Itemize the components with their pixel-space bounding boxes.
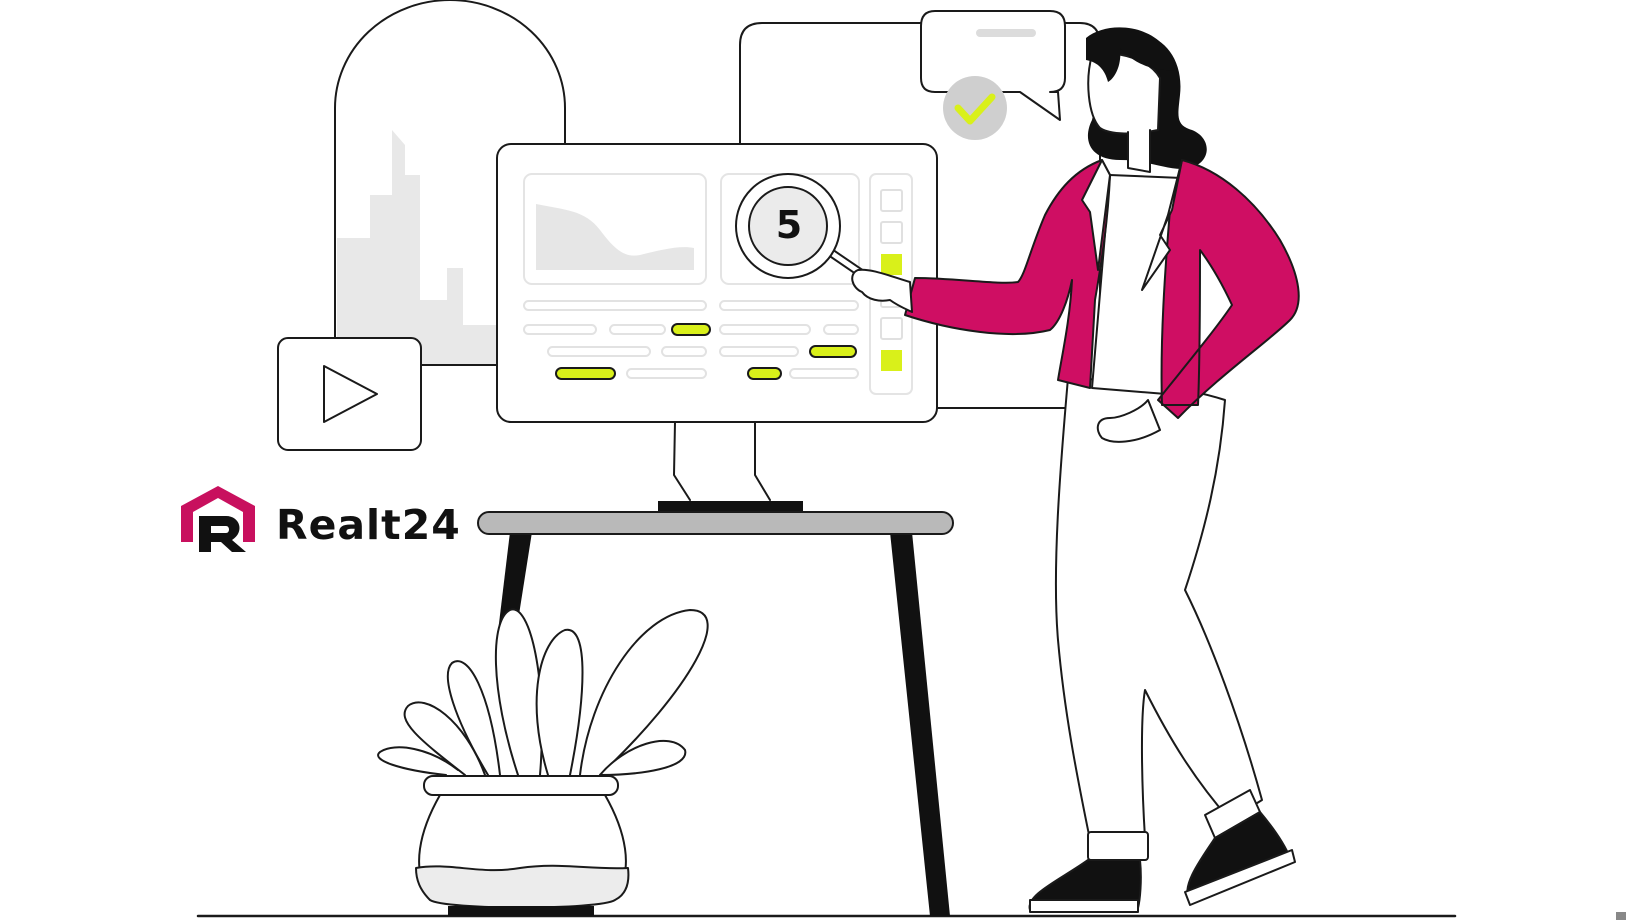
- checkmark-icon: [943, 76, 1007, 140]
- corner-mark: [1616, 912, 1626, 920]
- play-icon: [277, 337, 422, 451]
- magnifier-digit: 5: [775, 203, 803, 247]
- brand-logo: Realt24: [180, 490, 461, 560]
- table: [477, 511, 954, 916]
- speech-bubble: [920, 10, 1066, 121]
- monitor: [496, 143, 938, 511]
- brand-name: Realt24: [276, 501, 461, 549]
- woman-figure: [851, 27, 1300, 913]
- house-logo-icon: [181, 486, 255, 552]
- potted-plant: [377, 608, 709, 916]
- magnifier-icon: [735, 173, 873, 283]
